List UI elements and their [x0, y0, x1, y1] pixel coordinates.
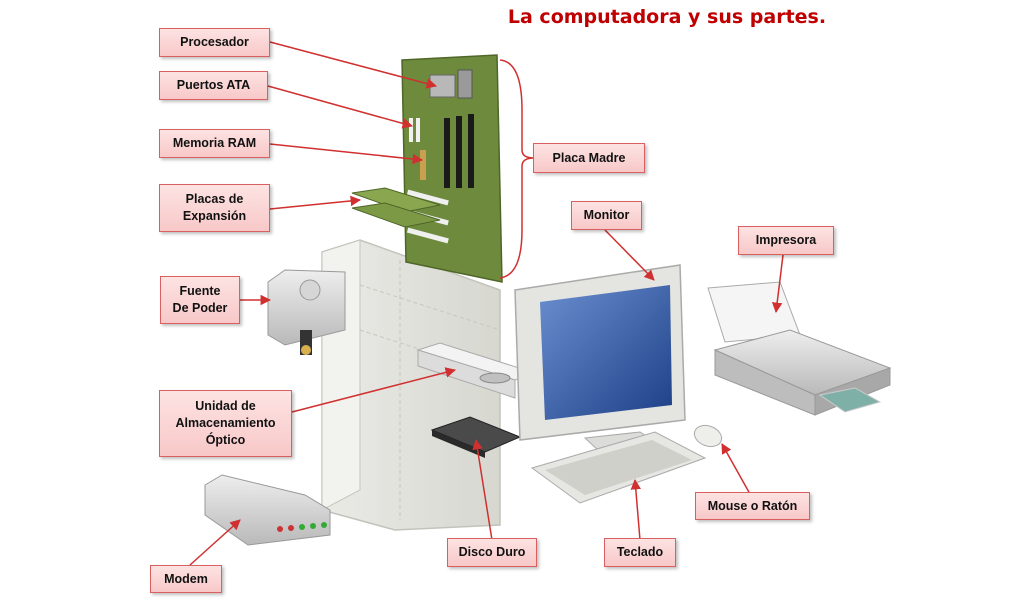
monitor — [514, 264, 686, 453]
label-impresora: Impresora — [738, 226, 834, 255]
arrow-modem — [189, 519, 241, 566]
arrow-procesador — [269, 41, 438, 89]
expansion-cards — [351, 187, 441, 228]
label-memoria-ram: Memoria RAM — [159, 129, 270, 158]
label-puertos-ata: Puertos ATA — [159, 71, 268, 100]
arrow-teclado — [630, 478, 642, 541]
label-disco-duro: Disco Duro — [447, 538, 537, 567]
callout-arrows — [189, 41, 784, 566]
label-modem: Modem — [150, 565, 222, 593]
label-procesador: Procesador — [159, 28, 270, 57]
arrow-puertos-ata — [267, 85, 414, 129]
label-mouse: Mouse o Ratón — [695, 492, 810, 520]
label-teclado: Teclado — [604, 538, 676, 567]
label-monitor: Monitor — [571, 201, 642, 230]
printer — [707, 281, 892, 416]
mouse — [693, 424, 723, 448]
motherboard-brace — [499, 59, 535, 279]
label-unidad-optico: Unidad de Almacenamiento Óptico — [159, 390, 292, 457]
keyboard — [530, 431, 707, 504]
label-placas-expansion: Placas de Expansión — [159, 184, 270, 232]
label-fuente-poder: Fuente De Poder — [160, 276, 240, 324]
arrow-placas-expansion — [269, 195, 362, 210]
arrow-unidad-optico — [291, 367, 457, 413]
motherboard — [401, 54, 503, 283]
page-title: La computadora y sus partes. — [507, 6, 827, 28]
arrow-disco-duro — [472, 438, 493, 541]
optical-drive — [416, 342, 537, 399]
arrow-impresora — [771, 254, 784, 314]
pc-case — [321, 239, 501, 531]
power-supply — [267, 269, 346, 355]
arrow-monitor — [604, 229, 655, 281]
label-placa-madre: Placa Madre — [533, 143, 645, 173]
arrow-memoria-ram — [269, 143, 424, 165]
arrow-mouse — [721, 443, 751, 495]
